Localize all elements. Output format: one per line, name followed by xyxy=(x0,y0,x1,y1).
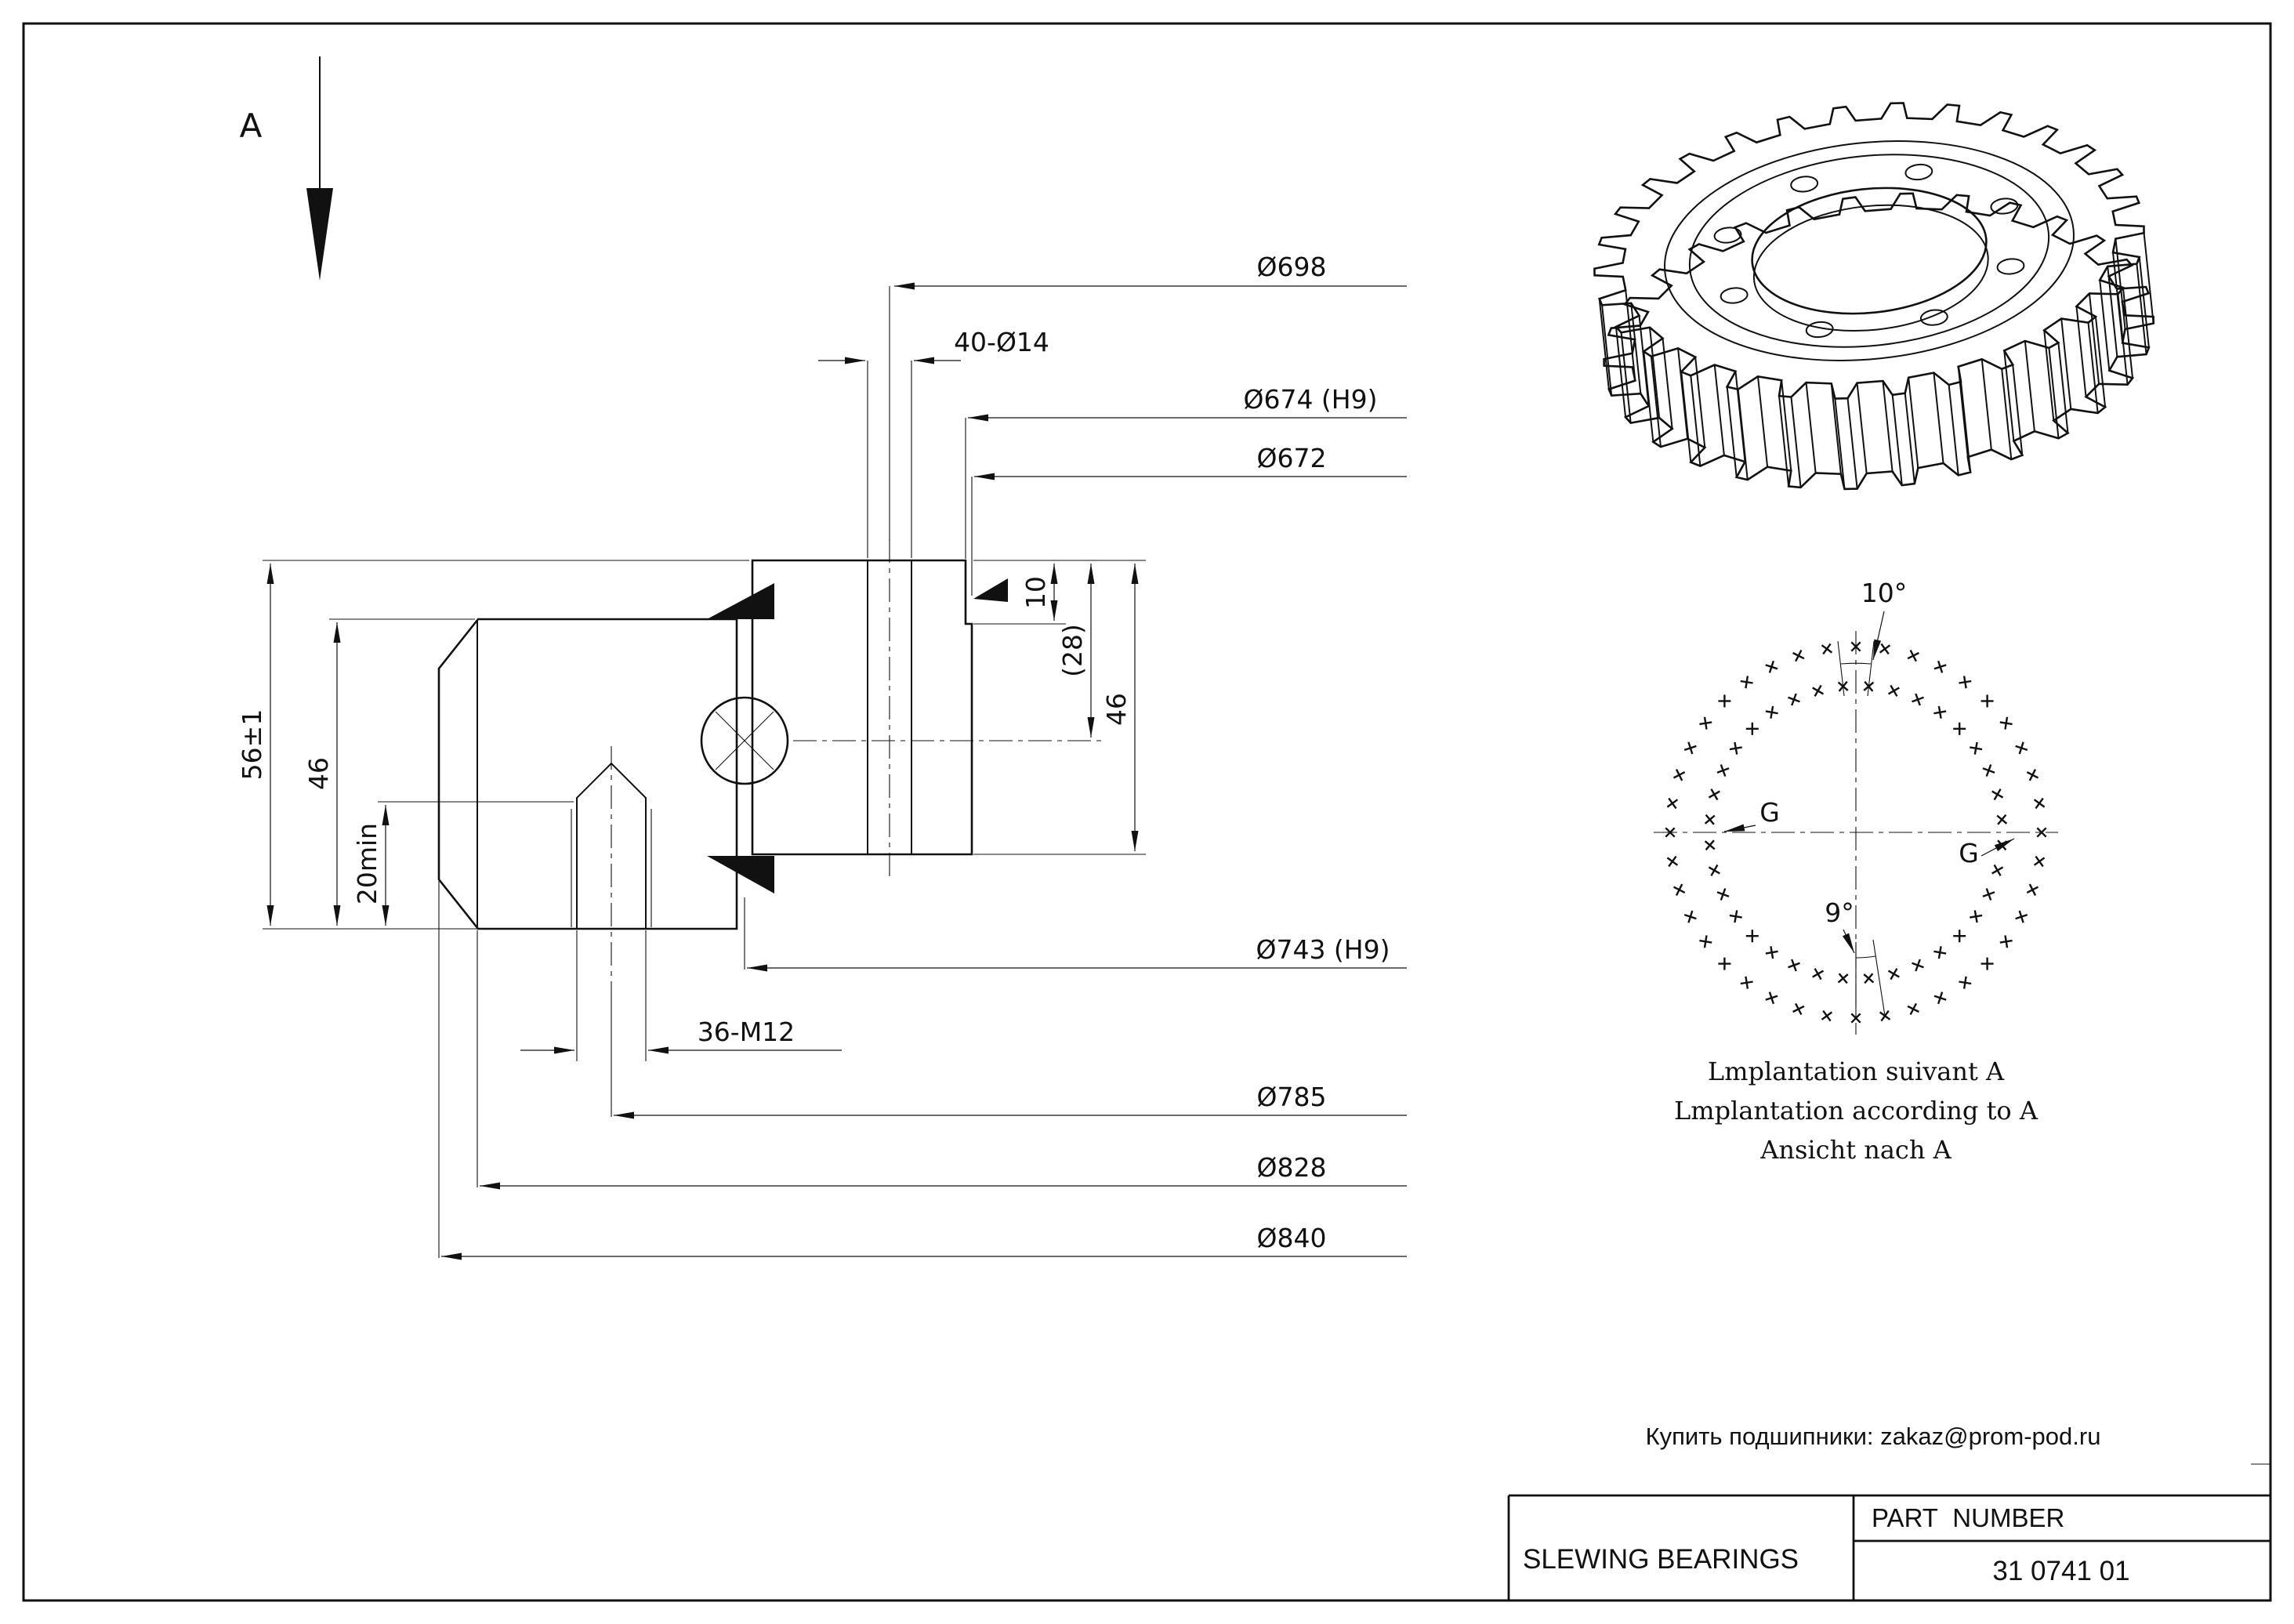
caption-de: Ansicht nach A xyxy=(1759,1135,1952,1165)
dim-label-thread-depth: 20min xyxy=(352,823,382,904)
grease-right-label: G xyxy=(1959,838,1979,868)
dim-label-ball-height: (28) xyxy=(1057,624,1088,677)
dim-label-holes-top: 40-Ø14 xyxy=(954,327,1049,357)
dimension-lines xyxy=(266,282,1407,1260)
part-number-label: PART NUMBER xyxy=(1872,1503,2064,1532)
dim-label-d840: Ø840 xyxy=(1257,1223,1327,1253)
dimension-labels: Ø698 40-Ø14 Ø674 (H9) Ø672 Ø743 (H9) 36-… xyxy=(237,252,1390,1253)
dim-label-d828: Ø828 xyxy=(1257,1152,1327,1183)
shop-note: Купить подшипники: zakaz@prom-pod.ru xyxy=(1646,1423,2101,1450)
bearing-ball xyxy=(700,696,789,785)
dim-label-total-height: 56±1 xyxy=(237,709,267,781)
ball-cross-line xyxy=(715,711,774,770)
inner-spacing-angle-label: 10° xyxy=(1861,578,1908,608)
view-direction-a: A xyxy=(240,56,333,281)
hole-pattern-view: 10° 9° G G Lmplantation suivant A Lmplan… xyxy=(1654,578,2058,1165)
seal-bottom xyxy=(707,856,774,894)
bearing-cross-section xyxy=(437,539,1104,981)
gear-3d-view xyxy=(1593,102,2154,491)
view-label-a: A xyxy=(240,107,263,145)
dim-label-outer-height: 46 xyxy=(303,757,334,790)
seal-step xyxy=(973,578,1008,602)
view-arrowhead-icon xyxy=(306,188,333,281)
inner-ring-section xyxy=(751,559,973,856)
extension-lines xyxy=(263,286,1146,1258)
dim-label-d674: Ø674 (H9) xyxy=(1243,384,1377,415)
caption-en: Lmplantation according to A xyxy=(1674,1096,2039,1126)
dim-label-step-depth: 10 xyxy=(1020,576,1051,609)
title-block: SLEWING BEARINGS PART NUMBER 31 0741 01 xyxy=(1507,1494,2270,1600)
dim-label-d698: Ø698 xyxy=(1257,252,1327,282)
seal-top xyxy=(707,583,774,619)
outer-spacing-angle-label: 9° xyxy=(1825,897,1854,928)
dim-label-inner-height: 46 xyxy=(1101,693,1132,726)
dim-label-d785: Ø785 xyxy=(1257,1082,1327,1112)
product-name: SLEWING BEARINGS xyxy=(1523,1544,1799,1575)
part-number-value: 31 0741 01 xyxy=(1992,1556,2129,1586)
dim-label-holes-bottom: 36-M12 xyxy=(698,1017,795,1047)
caption-fr: Lmplantation suivant A xyxy=(1708,1057,2005,1086)
dim-label-d743: Ø743 (H9) xyxy=(1256,934,1390,965)
sheet-border xyxy=(22,22,2272,1602)
dim-label-d672: Ø672 xyxy=(1257,443,1327,473)
grease-left-label: G xyxy=(1759,797,1780,828)
